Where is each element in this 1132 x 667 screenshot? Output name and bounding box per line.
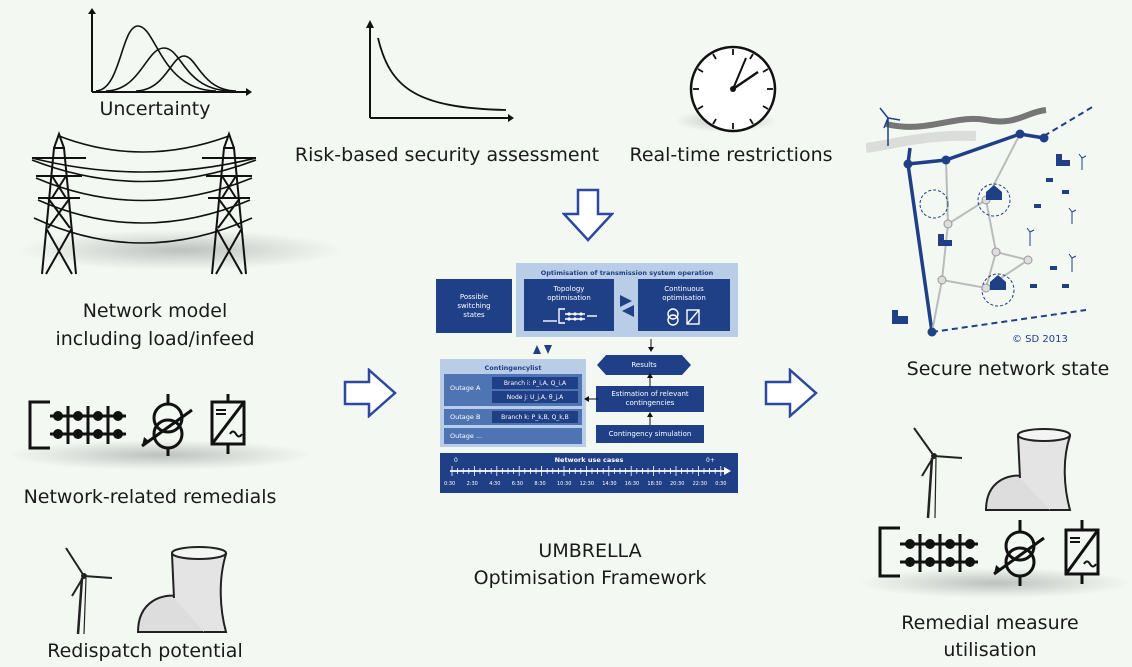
clock-icon (689, 45, 777, 133)
map-wind-turbine-icon (879, 107, 901, 146)
timeline-axis (450, 466, 731, 476)
redispatch-caption: Redispatch potential (47, 640, 243, 662)
branch-k-label: Branch k: P_k,B, Q_k,B (492, 411, 578, 423)
estimation-line2: contingencies (625, 399, 675, 407)
topology-optimisation-box: Topology optimisation (524, 279, 614, 331)
branch-i-label: Branch i: P_i,A, Q_i,A (492, 377, 578, 389)
timeline-time-label: 22:30 (692, 481, 708, 487)
possible-line3: states (463, 310, 485, 319)
transformer-mini-icon (667, 308, 700, 326)
risk-caption: Risk-based security assessment (294, 144, 600, 166)
redispatch-icon (65, 546, 228, 635)
remedial-caption-line2: utilisation (943, 639, 1037, 661)
right-network-remedials-icon (878, 520, 1100, 586)
timeline-time-label: 14:30 (602, 481, 617, 487)
wind-turbine-icon (65, 547, 113, 635)
network-use-cases-title: Network use cases (554, 456, 624, 464)
timeline-time-label: 2:30 (466, 481, 478, 487)
umbrella-caption-line1: UMBRELLA (538, 540, 642, 562)
busbar-mini-icon (543, 308, 597, 324)
possible-line1: Possible (459, 292, 489, 301)
arrow-left-small-icon (584, 396, 598, 402)
network-model-caption-line2: including load/infeed (55, 328, 255, 350)
secure-network-map (866, 105, 1095, 337)
arrow-up-small-icon-2 (647, 412, 653, 426)
timeline-time-label: 20:30 (670, 481, 685, 487)
network-model-caption-line1: Network model (82, 300, 228, 322)
results-shape (597, 355, 691, 375)
arrow-right-in-icon (343, 368, 397, 418)
node-j-label: Node j: U_j,A, θ_j,A (492, 391, 578, 403)
continuous-optimisation-box: Continuous optimisation (638, 279, 730, 331)
umbrella-framework: Optimisation of transmission system oper… (436, 263, 738, 495)
timeline-labels: 0:30 2:30 4:30 6:30 8:30 10:30 12:30 14:30 16:30… (440, 480, 738, 490)
realtime-caption: Real-time restrictions (629, 144, 833, 166)
outage-b-label: Outage B (450, 413, 481, 421)
timeline-time-label: 0:30 (444, 481, 456, 487)
arrow-down-icon (562, 188, 614, 242)
right-power-plant-icon (984, 428, 1072, 511)
timeline-end: 0+ (706, 457, 715, 464)
contingencylist-title: Contingencylist (484, 364, 542, 372)
estimation-box: Estimation of relevant contingencies (596, 386, 704, 412)
timeline-time-label: 4:30 (489, 481, 501, 487)
transmission-tower-icon (31, 131, 257, 275)
right-wind-turbine-icon (913, 427, 963, 519)
topology-line1: Topology (553, 285, 585, 293)
timeline-time-label: 12:30 (579, 481, 595, 487)
remedial-caption-line1: Remedial measure (901, 612, 1079, 634)
arrow-right-out-icon (764, 368, 818, 418)
copyright-text: © SD 2013 (1012, 334, 1068, 345)
timeline-time-label: 16:30 (624, 481, 640, 487)
results-label: Results (631, 361, 657, 369)
timeline-time-label: 0:30 (715, 481, 727, 487)
arrow-up-small-icon (647, 373, 653, 387)
timeline-time-label: 18:30 (647, 481, 662, 487)
possible-line2: switching (457, 301, 491, 310)
outage-more-row (444, 428, 582, 444)
up-down-arrows-icon (533, 345, 552, 354)
uncertainty-caption: Uncertainty (99, 98, 211, 120)
power-plant-icon (136, 546, 228, 633)
exchange-arrows-icon (620, 295, 634, 317)
contingency-simulation-box: Contingency simulation (596, 425, 704, 443)
outage-a-label: Outage A (450, 384, 481, 392)
risk-curve-icon (366, 20, 514, 122)
timeline-time-label: 10:30 (557, 481, 572, 487)
optimisation-title: Optimisation of transmission system oper… (540, 269, 714, 277)
map-assets-icon (892, 154, 1070, 324)
possible-switching-states-box: Possible switching states (436, 279, 512, 333)
network-use-cases-box: Network use cases 0 0+ 0:30 2:30 4:30 6:30 8… (440, 453, 738, 493)
timeline-time-label: 8:30 (534, 481, 546, 487)
outage-more-label: Outage ... (450, 432, 483, 440)
timeline-start: 0 (454, 457, 458, 464)
network-remedials-caption: Network-related remedials (23, 486, 277, 508)
topology-line2: optimisation (547, 294, 591, 302)
uncertainty-curves-icon (88, 8, 252, 96)
continuous-line2: optimisation (662, 294, 706, 302)
estimation-line1: Estimation of relevant (611, 390, 689, 398)
continuous-line1: Continuous (664, 285, 704, 293)
arrow-down-small-icon (648, 339, 654, 352)
umbrella-caption-line2: Optimisation Framework (473, 567, 707, 589)
network-remedials-icon (28, 394, 246, 456)
secure-state-caption: Secure network state (906, 358, 1110, 380)
right-redispatch-icon (913, 427, 1072, 519)
timeline-time-label: 6:30 (511, 481, 524, 487)
